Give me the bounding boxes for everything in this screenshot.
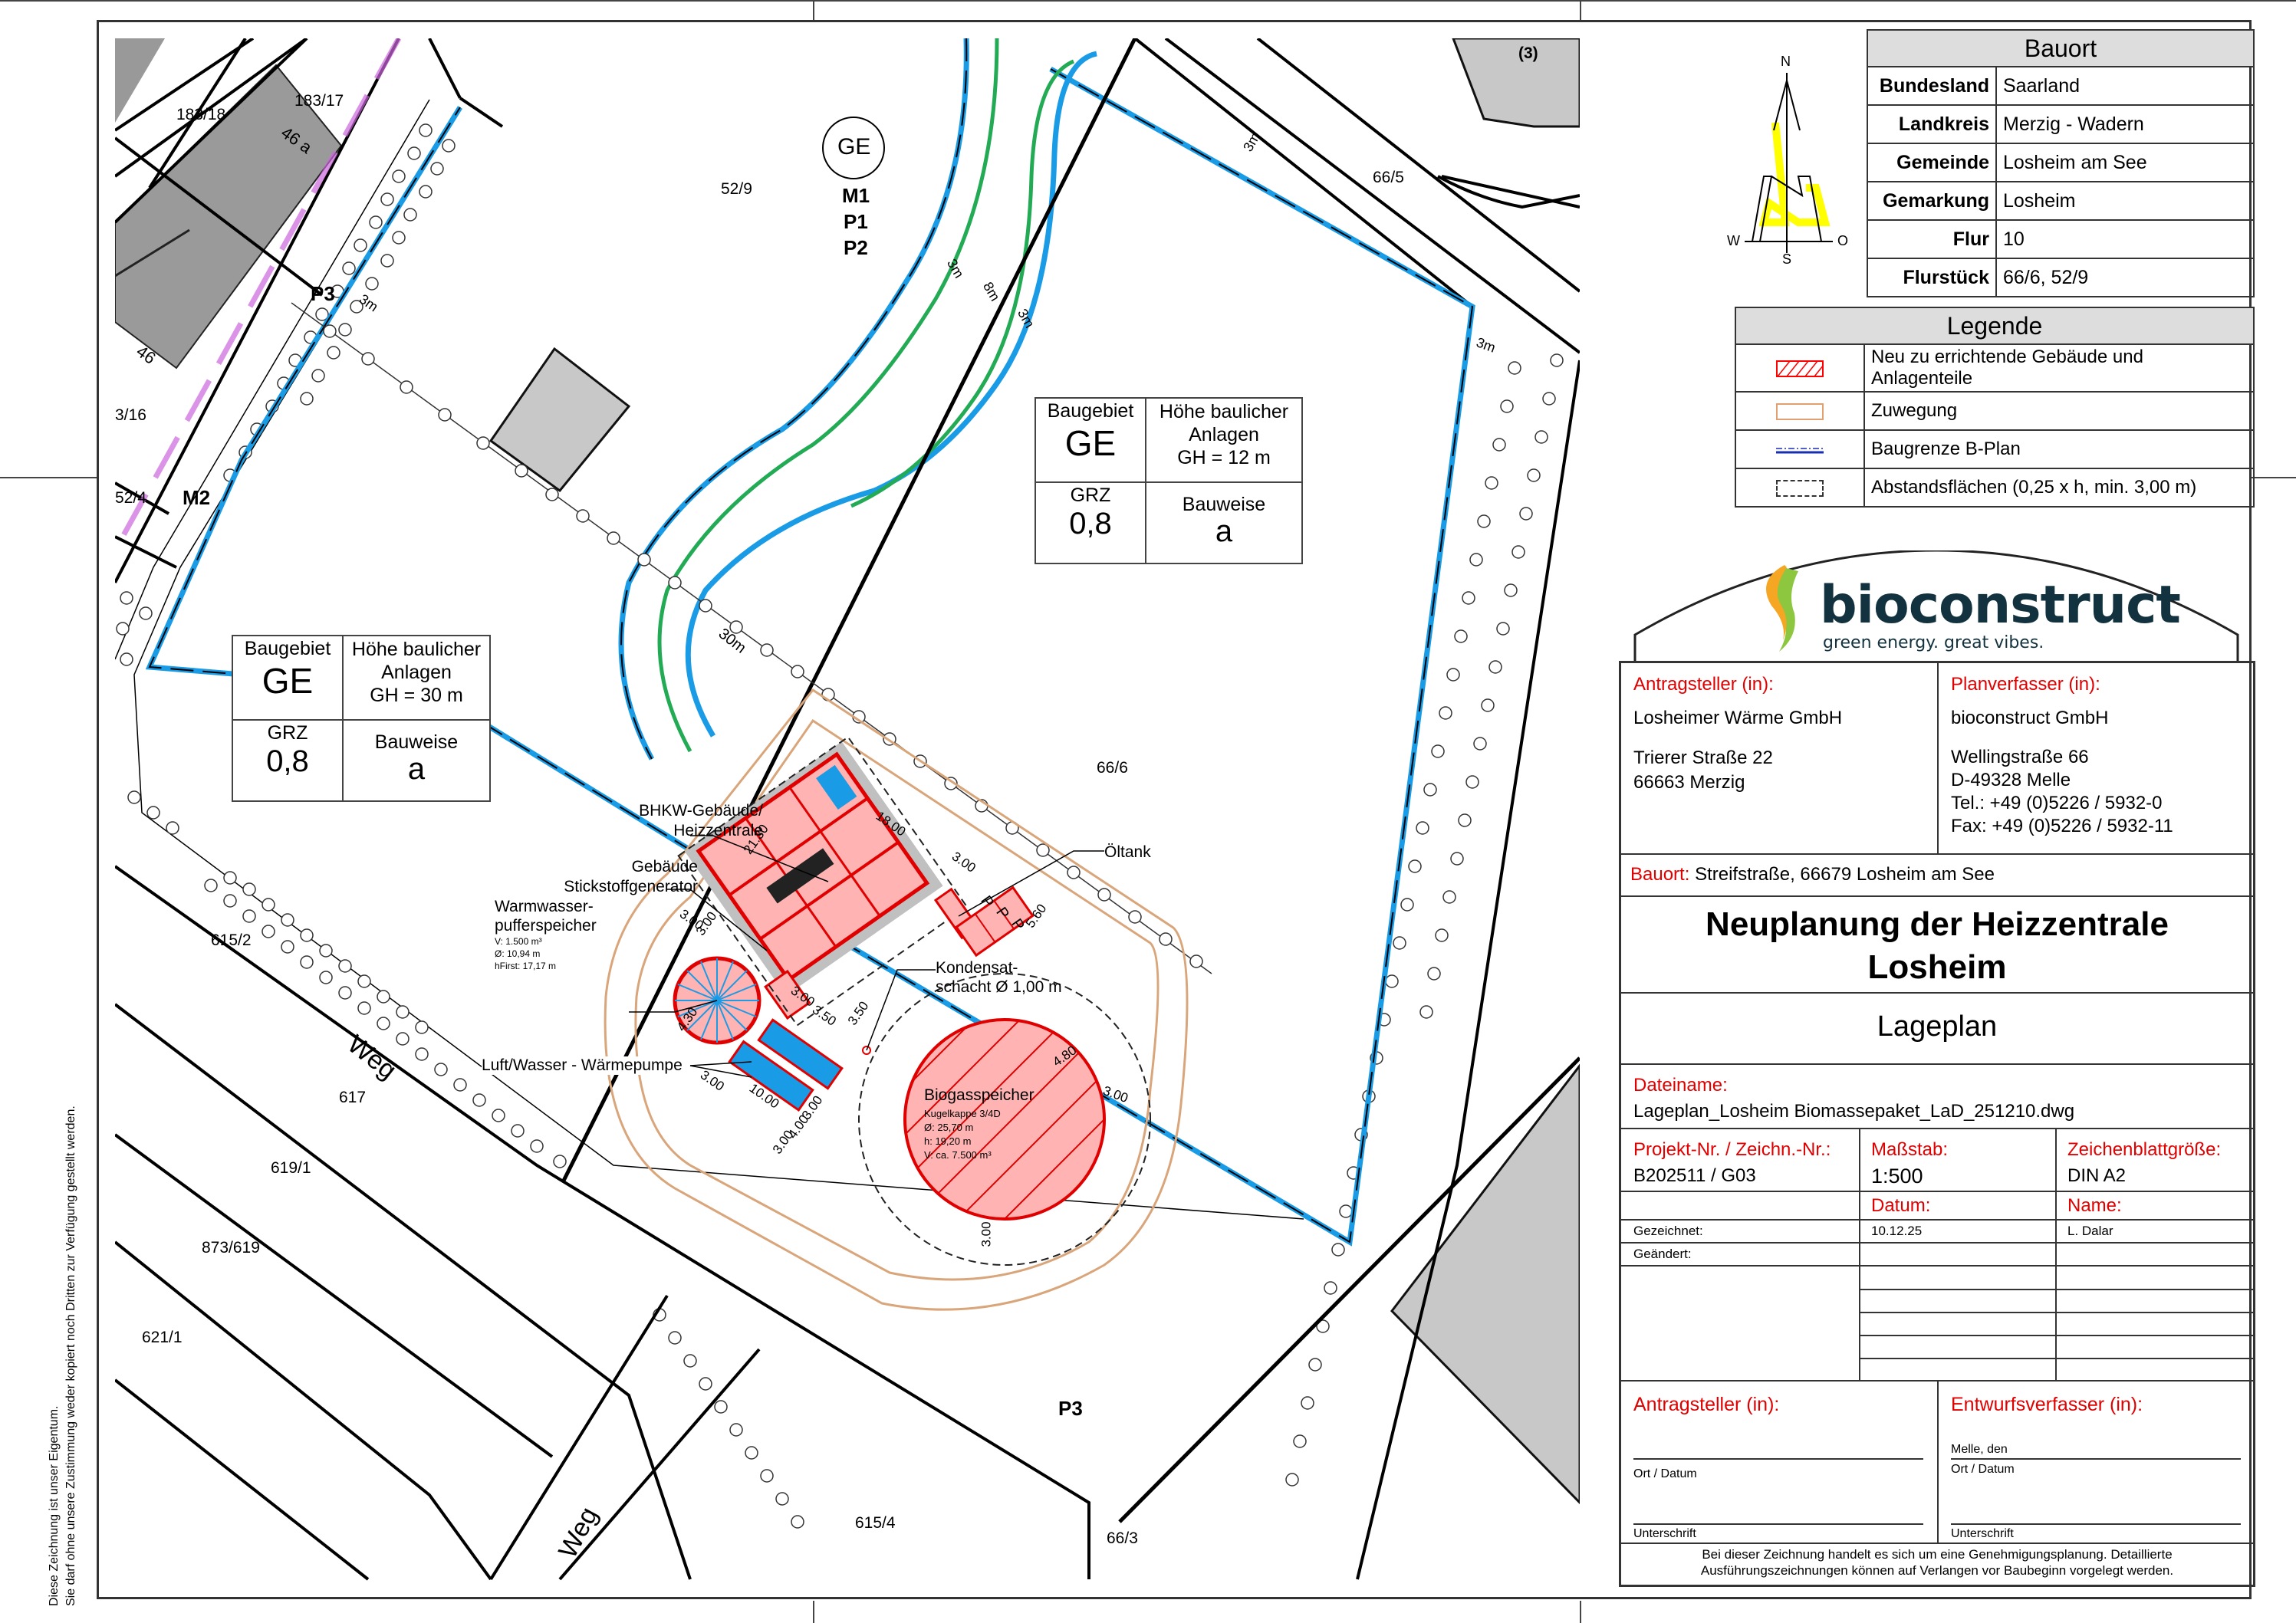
- title-block: Antragsteller (in): Losheimer Wärme GmbH…: [1619, 661, 2255, 1587]
- label-kondensatschacht: Kondensat-schacht Ø 1,00 m: [936, 959, 1062, 996]
- parcel-label: 3/16: [115, 406, 146, 424]
- tb-signatures: Antragsteller (in): Ort / Datum Untersch…: [1621, 1382, 2253, 1544]
- tb-revision-grid: [1621, 1267, 2255, 1382]
- dashed-box-icon: [1776, 479, 1824, 497]
- signature-line[interactable]: [1633, 1523, 1923, 1525]
- trim-mark-right: [2252, 477, 2296, 478]
- existing-building-shed: [488, 347, 631, 493]
- tb-disclaimer: Bei dieser Zeichnung handelt es sich um …: [1700, 1547, 2174, 1578]
- tb-parties: Antragsteller (in): Losheimer Wärme GmbH…: [1621, 663, 2253, 855]
- tb-drawn: Gezeichnet: 10.12.25 L. Dalar: [1621, 1221, 2253, 1244]
- sheet-frame: [97, 20, 2252, 1599]
- orange-outline-icon: [1776, 402, 1824, 420]
- parcel-label: 615/2: [211, 931, 252, 949]
- signature-line[interactable]: [1951, 1458, 2241, 1460]
- north-arrow-icon: N S W O: [1710, 46, 1848, 268]
- parcel-label: 66/3: [1107, 1529, 1138, 1547]
- bauort-title: Bauort: [1867, 29, 2255, 67]
- parcel-label: 873/619: [202, 1239, 260, 1257]
- compass-o: O: [1837, 233, 1849, 248]
- ge-marker: GE: [837, 134, 871, 159]
- trim-mark-bottom-left: [813, 1601, 814, 1623]
- tb-changed: Geändert:: [1621, 1244, 2253, 1267]
- parcel-label: 183/17: [294, 92, 344, 110]
- kondensatschacht: [862, 1046, 871, 1055]
- logo-swoosh-icon: [1765, 565, 1798, 652]
- compass-s: S: [1782, 251, 1792, 267]
- copyright-note: Diese Zeichnung ist unser Eigentum. Sie …: [48, 1106, 77, 1606]
- tb-filename: Dateiname: Lageplan_Losheim Biomassepake…: [1621, 1065, 2253, 1129]
- label-waermepumpe: Luft/Wasser - Wärmepumpe: [482, 1056, 683, 1075]
- parcel-label: 52/9: [721, 180, 752, 198]
- marker-m2: M2: [183, 486, 211, 509]
- marker-p3: P3: [311, 282, 335, 305]
- existing-building-east: [1390, 1063, 1580, 1505]
- zuwegung: [634, 718, 1160, 1281]
- parcel-label: (3): [1518, 44, 1538, 62]
- compass-n: N: [1781, 54, 1791, 69]
- parcel-label: 183/18: [176, 106, 226, 123]
- parcel-label: 66/5: [1373, 169, 1404, 186]
- label-biogasspeicher: Biogasspeicher Kugelkappe 3/4D Ø: 25,70 …: [924, 1086, 1035, 1161]
- parcel-label: 615/4: [855, 1514, 896, 1532]
- abstandsflaeche-biogas: [858, 973, 1151, 1266]
- red-hatch-icon: [1776, 360, 1824, 377]
- legend-table: Legende Neu zu errichtende Gebäude und A…: [1735, 307, 2255, 508]
- label-bhkw: BHKW-Gebäude/Heizzentrale: [639, 802, 763, 839]
- tb-drawing-type: Lageplan: [1621, 994, 2253, 1065]
- marker-m1: M1: [842, 184, 870, 207]
- parcel-label: 619/1: [271, 1159, 311, 1177]
- dimension-label: 3.00: [979, 1221, 994, 1247]
- tb-date-name-header: Datum: Name:: [1621, 1192, 2253, 1221]
- bhkw-building: [677, 736, 969, 1027]
- waermepumpe: [728, 1018, 844, 1112]
- ge-circle: [822, 117, 885, 179]
- bioconstruct-logo: bioconstruct green energy. great vibes.: [1752, 560, 2181, 659]
- site-plan-map[interactable]: 183/18 183/17 46 a 46 3/16 52/4 52/9 66/…: [115, 38, 1580, 1587]
- planner-block: Planverfasser (in): bioconstruct GmbH We…: [1951, 674, 2173, 836]
- trim-mark-top-left: [813, 0, 814, 20]
- tb-project-title: Neuplanung der Heizzentrale Losheim: [1621, 897, 2253, 994]
- trim-mark-top: [0, 0, 2296, 2]
- parcel-label: 66/6: [1097, 759, 1128, 777]
- label-oeltank: Öltank: [1104, 843, 1151, 861]
- existing-building-46: [115, 64, 343, 370]
- legend-symbol: [1735, 343, 1865, 393]
- tb-project-numbers: Projekt-Nr. / Zeichn.-Nr.:B202511 / G03 …: [1621, 1129, 2253, 1192]
- signature-line[interactable]: [1633, 1458, 1923, 1460]
- marker-p1: P1: [844, 210, 868, 233]
- marker-p3: P3: [1058, 1397, 1083, 1420]
- trim-mark-bottom-right: [1580, 1601, 1581, 1623]
- blue-line-icon: [1776, 448, 1824, 454]
- signature-line[interactable]: [1951, 1523, 2241, 1525]
- parcel-label: 617: [339, 1089, 367, 1106]
- tb-site: Bauort: Streifstraße, 66679 Losheim am S…: [1621, 855, 2253, 897]
- parcel-label: 52/4: [115, 489, 146, 507]
- marker-p2: P2: [844, 236, 868, 259]
- applicant-block: Antragsteller (in): Losheimer Wärme GmbH…: [1633, 674, 1843, 793]
- existing-building-3: [1452, 38, 1580, 128]
- legend-title: Legende: [1735, 307, 2255, 345]
- label-warmwasserspeicher: Warmwasser-pufferspeicher V: 1.500 m³ Ø:…: [495, 898, 597, 971]
- compass-w: W: [1727, 233, 1740, 248]
- trim-mark-top-right: [1580, 0, 1581, 20]
- map-drawing: [115, 38, 1580, 1581]
- existing-building: [115, 38, 165, 123]
- logo-arch: [1633, 550, 2239, 662]
- trim-mark-left: [0, 477, 97, 478]
- parking-spaces: [955, 885, 1035, 958]
- parcel-label: 621/1: [142, 1329, 183, 1346]
